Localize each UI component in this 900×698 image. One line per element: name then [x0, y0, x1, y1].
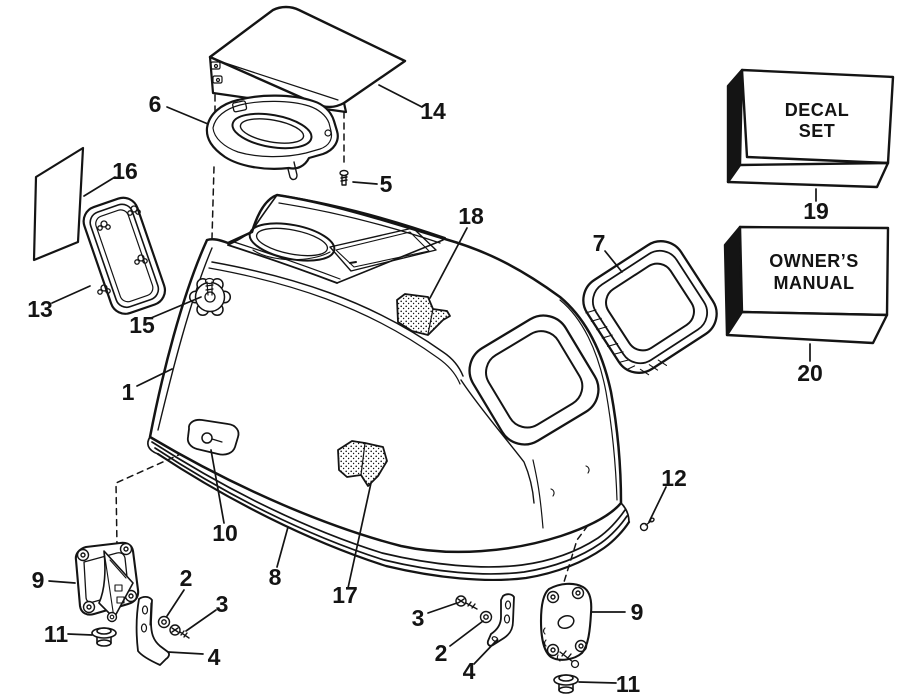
grommet-right: [553, 674, 579, 694]
leader-line: [210, 449, 225, 524]
callout-10: 10: [212, 520, 238, 546]
callout-4: 4: [463, 658, 476, 684]
callout-20: 20: [797, 360, 823, 386]
leader-line: [48, 580, 76, 584]
callout-1: 1: [122, 379, 135, 405]
callout-11: 11: [44, 621, 69, 647]
callout-13: 13: [27, 296, 53, 322]
leader-line: [166, 589, 185, 617]
leader-line: [578, 681, 617, 684]
cover-gasket: [205, 94, 339, 181]
screw-left: [169, 624, 190, 639]
leader-line: [449, 620, 484, 647]
callout-15: 15: [129, 312, 155, 338]
frame-clip: [97, 205, 148, 295]
latch-assembly-left: [74, 541, 140, 623]
callout-3: 3: [412, 605, 425, 631]
leader-line: [276, 526, 289, 568]
leader-line: [150, 296, 202, 319]
leader-line: [67, 633, 93, 636]
leader-line: [51, 285, 91, 304]
callout-11: 11: [616, 671, 641, 697]
engine-cover: [148, 193, 623, 554]
leader-line: [166, 106, 209, 125]
leader-lines: [48, 84, 817, 684]
callout-5: 5: [380, 171, 393, 197]
side-frame-seal: [82, 196, 167, 315]
screw-right: [455, 595, 478, 610]
leader-line: [604, 250, 623, 273]
callout-8: 8: [269, 564, 282, 590]
callout-7: 7: [593, 230, 606, 256]
callout-2: 2: [180, 565, 193, 591]
leader-line: [167, 651, 204, 655]
decal-set-box-label: SET: [799, 121, 836, 141]
leader-line: [185, 609, 217, 632]
owners-manual-box-label: MANUAL: [774, 273, 855, 293]
seal-ribs: [585, 309, 668, 376]
decal-set-box: [726, 68, 895, 189]
callout-17: 17: [332, 582, 358, 608]
leader-line: [378, 84, 423, 108]
foam-pad-17: [337, 440, 388, 487]
leader-line: [352, 181, 378, 185]
callout-12: 12: [661, 465, 687, 491]
screw-12: [639, 517, 655, 532]
callout-9: 9: [32, 567, 45, 593]
washer-right: [479, 610, 493, 624]
owners-manual-box-label: OWNER’S: [769, 251, 859, 271]
callout-14: 14: [420, 98, 446, 124]
top-recess: [227, 194, 446, 284]
knob-screw: [204, 277, 215, 296]
leader-line: [136, 368, 173, 387]
washer-left: [157, 615, 171, 629]
grommet-left: [91, 627, 117, 647]
foam-pad-18: [396, 293, 451, 336]
callout-6: 6: [149, 91, 162, 117]
air-intake-window: [468, 314, 600, 446]
callout-16: 16: [112, 158, 138, 184]
decal-sheet: [32, 146, 85, 262]
bottom-seal: [147, 436, 631, 582]
air-seal-ring: [582, 240, 718, 376]
leader-line: [429, 227, 468, 299]
leader-line: [648, 486, 667, 523]
callout-2: 2: [435, 640, 448, 666]
bracket-right: [486, 593, 515, 647]
leader-line: [427, 602, 458, 614]
screw-5: [339, 169, 349, 186]
top-cover: [208, 5, 407, 114]
owners-manual-box: [723, 225, 890, 345]
decal-set-box-label: DECAL: [785, 100, 850, 120]
leader-line: [473, 639, 498, 665]
latch-plate-right: [539, 582, 593, 669]
leader-line: [83, 176, 116, 197]
callout-19: 19: [803, 198, 829, 224]
leader-line: [347, 482, 372, 589]
callout-4: 4: [208, 644, 221, 670]
callout-3: 3: [216, 591, 229, 617]
latch-hook: [186, 418, 240, 456]
callout-18: 18: [458, 203, 484, 229]
bracket-left: [135, 595, 170, 666]
callout-9: 9: [631, 599, 644, 625]
